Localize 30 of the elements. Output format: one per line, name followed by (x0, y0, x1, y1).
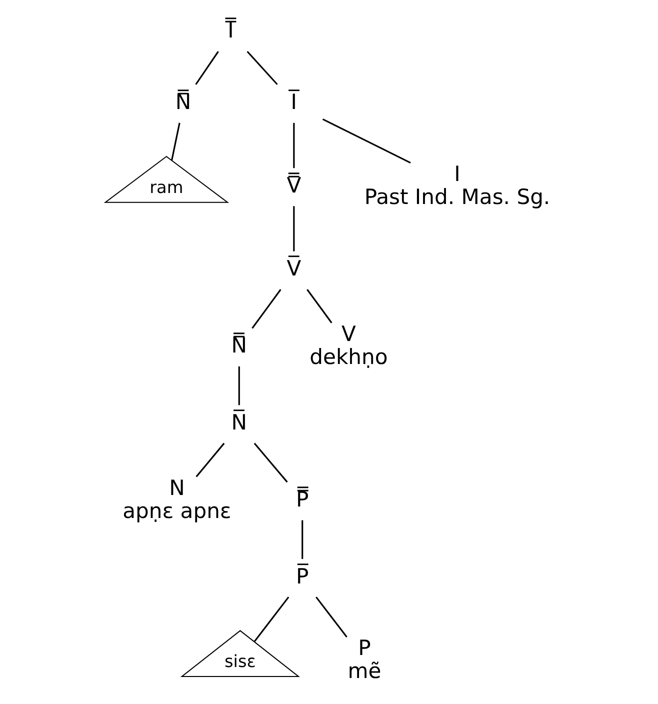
node-text: N̿ (174, 88, 191, 114)
connector (292, 206, 294, 251)
node-text: P (358, 634, 370, 660)
connector (194, 50, 218, 84)
node-label: apṇɛ apnɛ (122, 497, 231, 522)
node-text: P̿ (296, 486, 308, 511)
connector (306, 288, 332, 323)
connector (251, 288, 281, 328)
connector (253, 596, 289, 642)
connector (301, 520, 303, 558)
connector (195, 442, 224, 477)
node-text: V̅ (286, 255, 301, 280)
node-text: I (454, 160, 460, 186)
node-label: dekhṇo (309, 344, 388, 369)
node-text: V̿ (286, 172, 301, 197)
connector (315, 596, 347, 637)
node-text: N (168, 474, 184, 500)
connector (322, 118, 410, 163)
node-text: N̿ (230, 332, 247, 357)
node-text: V (341, 320, 356, 346)
node-text: P̅ (296, 562, 308, 588)
node-label: mẽ (347, 658, 381, 683)
connector (253, 442, 288, 482)
connector (292, 122, 294, 168)
connector (246, 50, 278, 84)
connector (238, 366, 240, 405)
node-text: N̅ (230, 408, 247, 434)
connector (170, 122, 180, 160)
node-label: Past Ind. Mas. Sg. (364, 183, 550, 208)
node-text: I̅ (290, 88, 297, 114)
